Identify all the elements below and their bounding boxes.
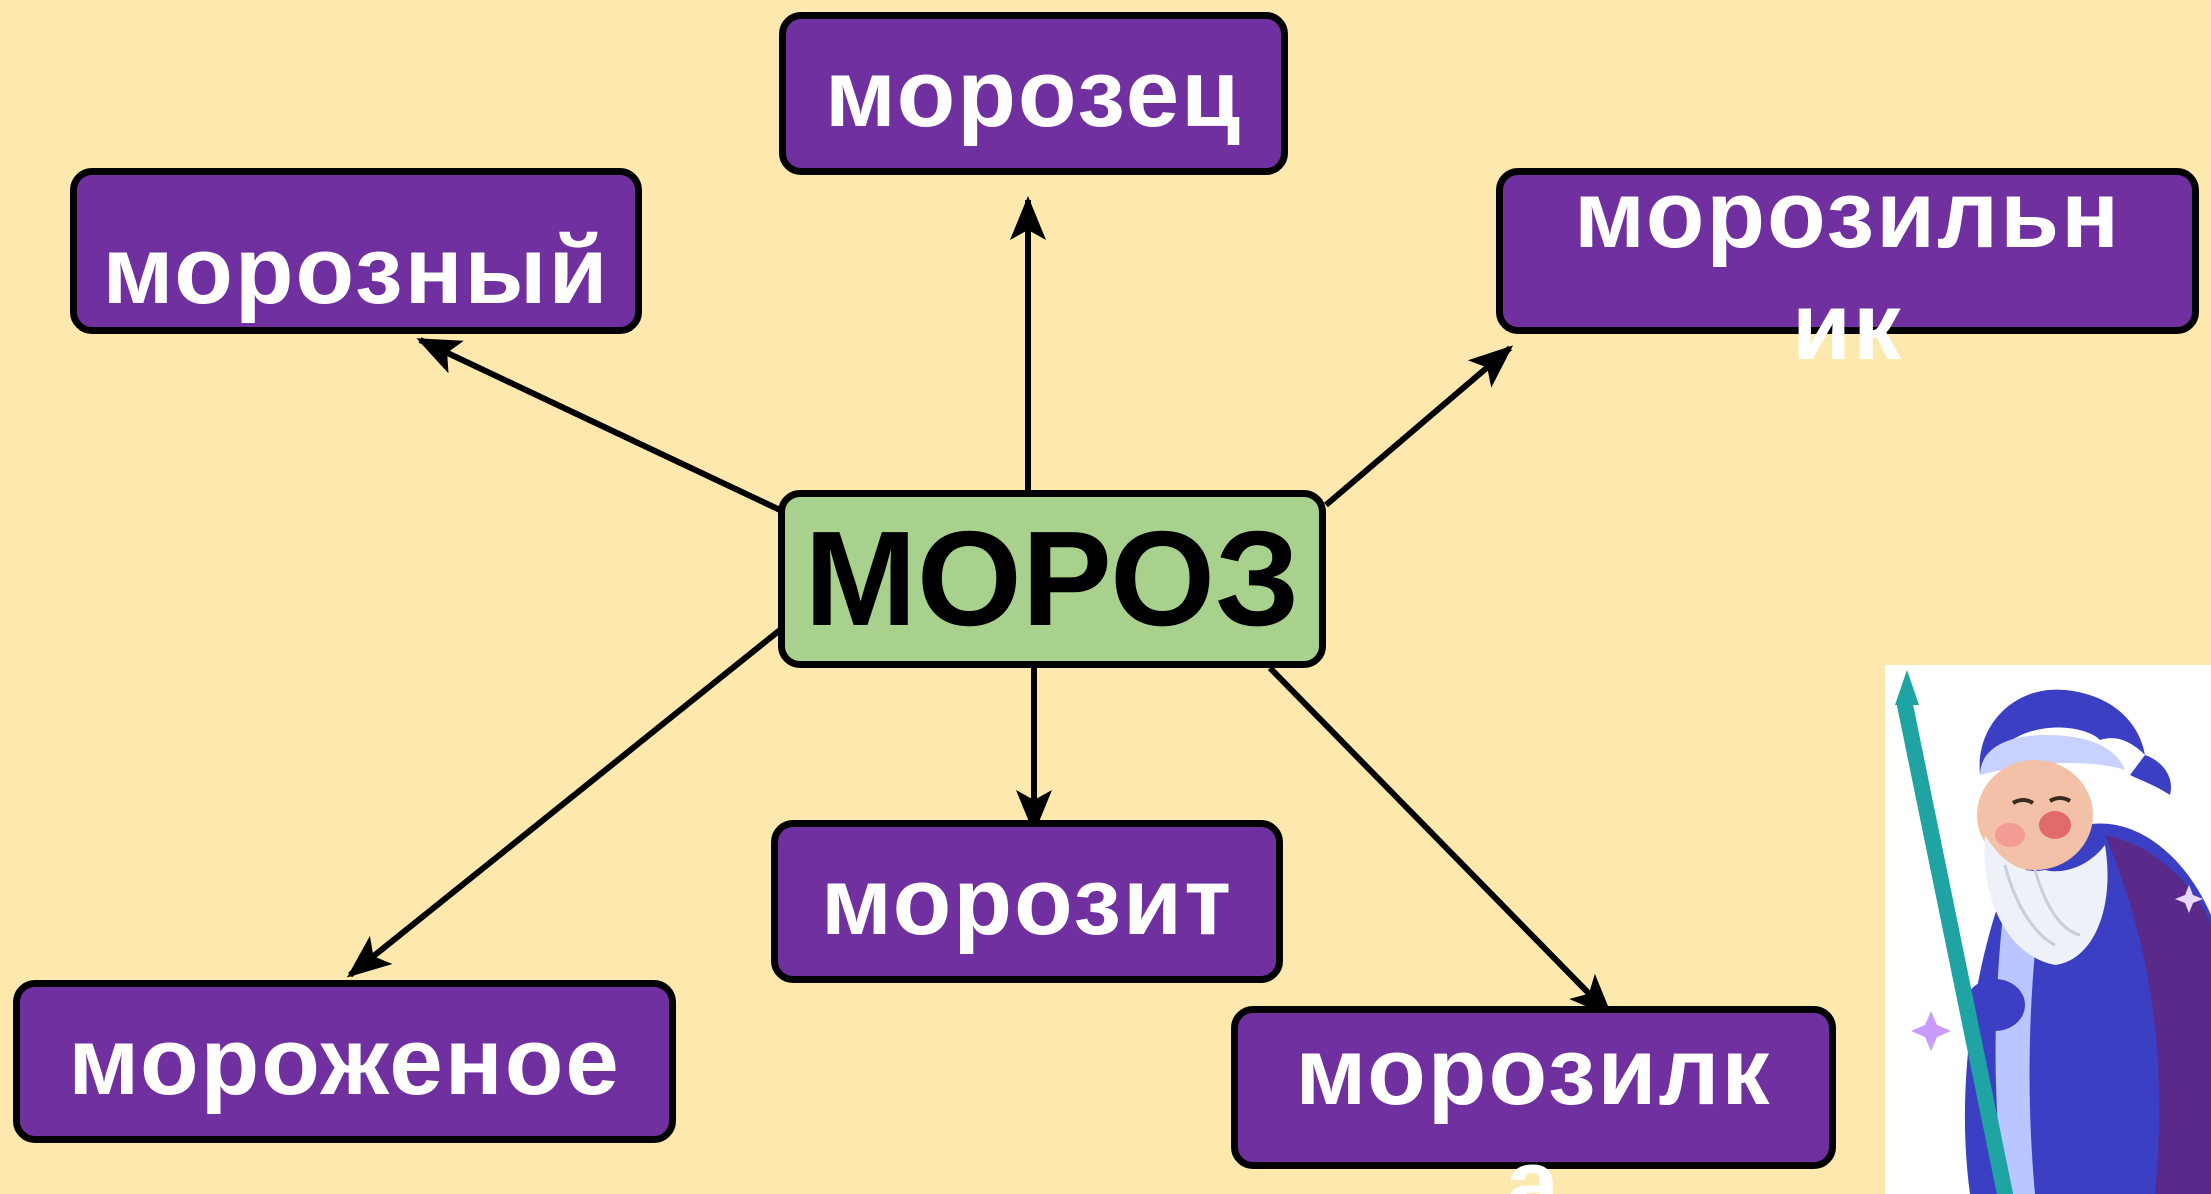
node-morozit: морозит bbox=[771, 820, 1283, 983]
node-morozilka: морозилка bbox=[1231, 1006, 1836, 1194]
node-morozit-label: морозит bbox=[820, 847, 1234, 955]
node-morozets-label: морозец bbox=[824, 39, 1243, 147]
node-morozets: морозец bbox=[779, 12, 1288, 175]
arrow-to-morozilnik bbox=[1324, 345, 1514, 508]
root-node-label: МОРОЗ bbox=[804, 503, 1300, 654]
node-morozilnik-label: морозильник bbox=[1573, 161, 2122, 380]
ded-moroz-illustration bbox=[1885, 665, 2211, 1194]
node-morozhenoe: мороженое bbox=[13, 980, 676, 1143]
arrow-group bbox=[346, 196, 1613, 1018]
node-morozilnik: морозильник bbox=[1496, 161, 2199, 380]
arrow-to-morozilka bbox=[1267, 665, 1613, 1018]
node-morozilka-label: морозилка bbox=[1295, 1017, 1772, 1194]
root-node: МОРОЗ bbox=[778, 490, 1326, 668]
node-moroznyi-label: морозный bbox=[102, 217, 610, 324]
node-moroznyi: морозный bbox=[70, 168, 642, 334]
arrow-to-morozhenoe bbox=[346, 627, 782, 978]
node-morozhenoe-label: мороженое bbox=[68, 1007, 621, 1115]
arrow-to-moroznyi bbox=[416, 337, 782, 513]
